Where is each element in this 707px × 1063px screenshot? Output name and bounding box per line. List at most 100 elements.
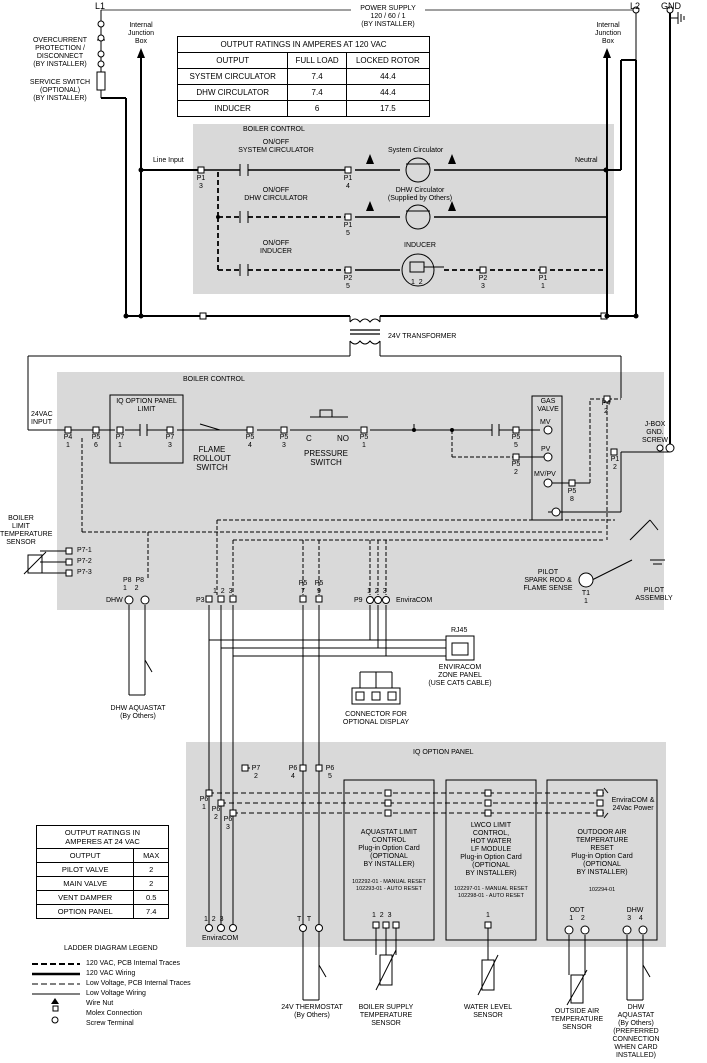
sys-circ-switch-label: ON/OFF SYSTEM CIRCULATOR [238,139,314,154]
p2-3: P2 3 [478,275,488,290]
dhw-aquastat-card-label: DHW AQUASTAT (By Others) (PREFERRED CONN… [612,1004,660,1059]
aquastat-card-pins: 1 2 3 [372,912,392,919]
p1-2: P1 2 [610,456,620,471]
output-ratings-120vac-table: OUTPUT RATINGS IN AMPERES AT 120 VAC OUT… [176,36,431,117]
iq-option-panel-bg [186,742,666,947]
enviracom-zone-panel-label: ENVIRACOM ZONE PANEL (USE CAT5 CABLE) [428,664,492,687]
p5-6: P5 6 [91,434,101,449]
legend-item: 120 VAC, PCB Internal Traces [86,960,181,967]
p1-4: P1 4 [343,175,353,190]
inducer-label: INDUCER [404,242,436,249]
p5-3: P5 3 [279,434,289,449]
table-header: OUTPUT [176,52,289,69]
flame-rollout-label: FLAME ROLLOUT SWITCH [193,445,231,472]
dhw-terminal-label: DHW [106,597,123,604]
no-label: NO [337,434,349,443]
p6-1: P6 1 [199,796,209,811]
table-cell: 2 [133,862,169,877]
boiler-supply-sensor-label: BOILER SUPPLY TEMPERATURE SENSOR [358,1004,414,1027]
iq-limit-label: IQ OPTION PANEL LIMIT [116,398,177,413]
p5-2: P5 2 [511,461,521,476]
table-cell: 2 [133,876,169,891]
overcurrent-label: OVERCURRENT PROTECTION / DISCONNECT (BY … [32,37,88,68]
outdoor-part-number: 102294-01 [588,887,616,893]
dhw-aquastat-label: DHW AQUASTAT (By Others) [110,705,166,720]
thermostat-label: 24V THERMOSTAT (By Others) [281,1004,343,1019]
boiler-control-top-title: BOILER CONTROL [243,126,305,133]
boiler-control-top-panel [193,124,614,294]
p7-3: P7 3 [165,434,175,449]
table-cell: INDUCER [176,100,289,117]
p6-2: P6 2 [211,806,221,821]
table-header: FULL LOAD [287,52,347,69]
boiler-limit-sensor-label: BOILER LIMIT TEMPERATURE SENSOR [0,515,53,546]
boiler-control-mid-title: BOILER CONTROL [183,376,245,383]
legend-item: 120 VAC Wiring [86,970,136,977]
table-cell: 44.4 [345,68,431,85]
junction-box-left: Internal Junction Box [127,22,155,45]
p8-label: P8 P8 1 2 [123,577,145,592]
p7-2-iq: P7 2 [251,765,261,780]
enviracom-iq-label: EnviraCOM [202,935,239,942]
p4-2: P4 2 [601,400,611,415]
lwco-card-label: LWCO LIMIT CONTROL, HOT WATER LF MODULE … [460,822,522,877]
table-cell: DHW CIRCULATOR [176,84,289,101]
p1-5: P1 5 [343,222,353,237]
legend-item: Wire Nut [86,1000,114,1007]
p6-4: P6 4 [288,765,298,780]
pressure-switch-label: PRESSURE SWITCH [303,449,348,467]
p7-2-terminal: P7-2 [77,558,92,565]
p5-4: P5 4 [245,434,255,449]
boiler-control-mid-panel [57,372,664,610]
table-cell: 44.4 [345,84,431,101]
l2-label: L2 [630,1,641,11]
p9-pins: 1 2 3 [367,588,387,595]
gas-valve-label: GAS VALVE [537,398,559,413]
thermostat-terminals: T T [297,916,312,923]
p1-3: P1 3 [196,175,206,190]
p6-5: P6 5 [325,765,335,780]
table-cell: 6 [287,100,347,117]
odt-pins: ODT 1 2 [569,907,585,922]
service-switch-label: SERVICE SWITCH (OPTIONAL) (BY INSTALLER) [29,79,91,102]
system-circulator-label: System Circulator [388,147,444,154]
24vac-input-label: 24VAC INPUT [31,411,53,426]
p5-1: P5 1 [359,434,369,449]
enviracom-p9-label: EnviraCOM [396,597,433,604]
p4-1: P4 1 [63,434,73,449]
table-cell: SYSTEM CIRCULATOR [176,68,289,85]
p5-5: P5 5 [511,434,521,449]
power-supply-label: POWER SUPPLY 120 / 60 / 1 (BY INSTALLER) [360,5,416,28]
table-cell: 7.4 [287,84,347,101]
p7-1: P7 1 [115,434,125,449]
p6-3: P6 3 [223,816,233,831]
gnd-label: GND [661,1,681,11]
legend-title: LADDER DIAGRAM LEGEND [64,945,158,952]
junction-box-right: Internal Junction Box [594,22,622,45]
table-cell: 7.4 [133,904,169,919]
mv-label: MV [540,419,551,426]
p9-label: P9 [354,597,363,604]
aquastat-card-label: AQUASTAT LIMIT CONTROL Plug-in Option Ca… [358,829,420,868]
legend-item: Molex Connection [86,1010,143,1017]
outside-air-sensor-label: OUTSIDE AIR TEMPERATURE SENSOR [550,1008,604,1031]
inducer-pins: 1 2 [411,279,423,286]
p5-8: P5 8 [567,488,577,503]
lwco-card-pin: 1 [486,912,490,919]
p3-label: P3 [196,597,205,604]
water-level-sensor-label: WATER LEVEL SENSOR [463,1004,513,1019]
line-input-label: Line Input [153,157,184,164]
pv-label: PV [541,446,551,453]
output-ratings-24vac-table: OUTPUT RATINGS IN AMPERES AT 24 VAC OUTP… [35,825,169,919]
dhw-card-pins: DHW 3 4 [626,907,644,922]
dhw-circ-switch-label: ON/OFF DHW CIRCULATOR [244,187,308,202]
dhw-circulator-label: DHW Circulator (Supplied by Others) [387,187,453,202]
